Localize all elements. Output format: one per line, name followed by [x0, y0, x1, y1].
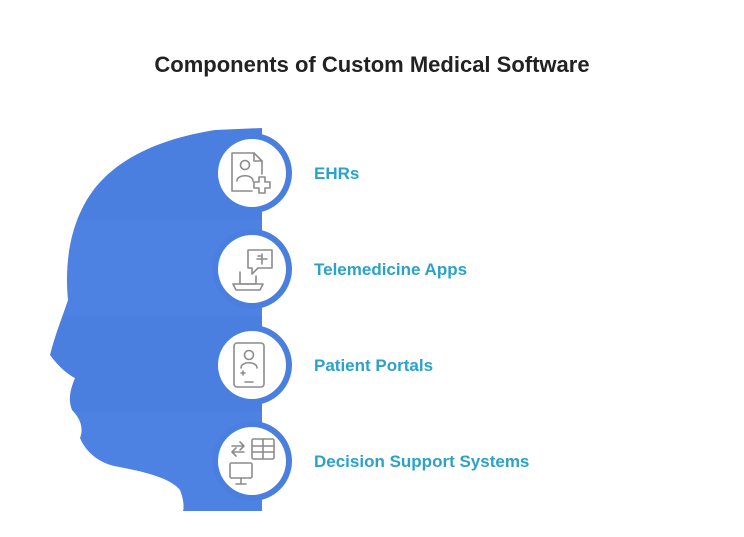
node-decision-support — [212, 421, 292, 501]
item-label-ehrs: EHRs — [314, 164, 360, 183]
telemedicine-laptop-chat-icon — [232, 249, 273, 291]
item-label-patient-portals: Patient Portals — [314, 356, 434, 375]
diagram-title: Components of Custom Medical Software — [154, 52, 590, 77]
item-label-telemedicine-apps: Telemedicine Apps — [314, 260, 468, 279]
patient-portal-tablet-icon — [233, 342, 265, 388]
item-label-decision-support-systems: Decision Support Systems — [314, 452, 530, 471]
node-ehrs — [212, 133, 292, 213]
decision-support-dashboard-icon — [229, 438, 275, 485]
patient-record-add-icon — [231, 152, 271, 194]
node-patient-portals — [212, 325, 292, 405]
